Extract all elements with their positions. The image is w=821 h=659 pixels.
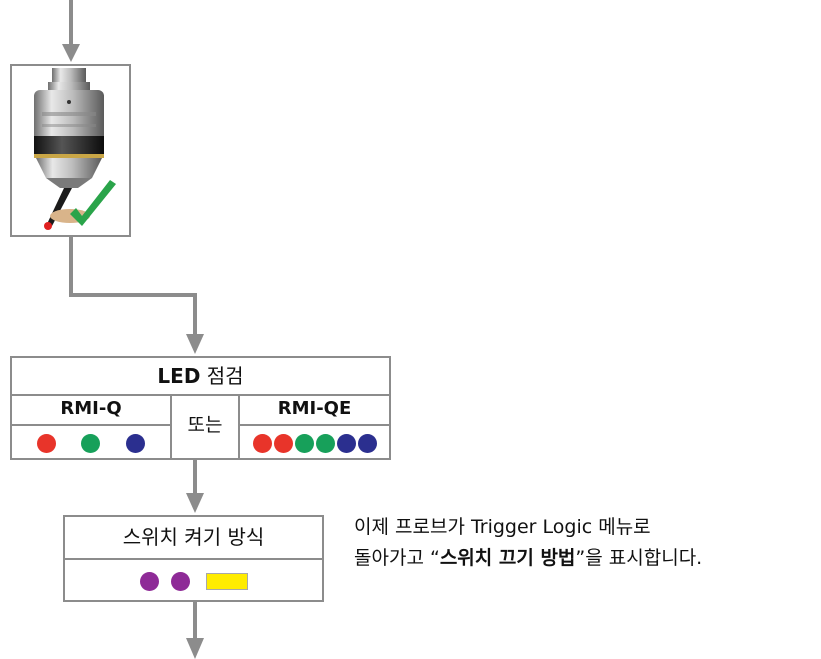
rmi-qe-led-dot-1	[252, 433, 272, 453]
arrow-bottom-head	[186, 638, 204, 659]
connector-probe-to-led	[69, 237, 197, 340]
arrow-switch-head	[186, 493, 204, 513]
rmi-q-led-dot-3	[126, 433, 146, 453]
switch-led-dot-2	[170, 571, 190, 591]
switch-led-row	[65, 560, 322, 602]
led-title-rest: 점검	[200, 364, 244, 388]
led-check-title: LED 점검	[12, 358, 389, 396]
check-icon	[70, 180, 116, 226]
note-line-2: 돌아가고 “스위치 끄기 방법”을 표시합니다.	[354, 543, 702, 574]
arrow-led-head	[186, 334, 204, 354]
led-title-bold: LED	[157, 364, 201, 388]
rmi-q-led-dot-1	[36, 433, 56, 453]
rmi-q-led-dots	[12, 426, 170, 460]
or-column: 또는	[172, 394, 240, 458]
rmi-qe-led-dots	[240, 426, 389, 460]
rmi-q-column: RMI-Q	[12, 394, 172, 458]
led-check-box: LED 점검 RMI-Q 또는 RMI-QE	[10, 356, 391, 460]
note-line-2-end: ”을 표시합니다.	[575, 547, 703, 569]
note-text: 이제 프로브가 Trigger Logic 메뉴로 돌아가고 “스위치 끄기 방…	[354, 512, 702, 574]
rmi-qe-led-dot-3	[294, 433, 314, 453]
rmi-qe-led-dot-4	[315, 433, 335, 453]
rmi-q-led-dot-2	[81, 433, 101, 453]
probe-image	[34, 68, 116, 230]
note-line-2-start: 돌아가고 “	[354, 547, 440, 569]
rmi-qe-led-dot-5	[336, 433, 356, 453]
probe-image-box	[10, 64, 131, 237]
rmi-qe-led-dot-6	[357, 433, 377, 453]
switch-led-dot-1	[139, 571, 159, 591]
or-label: 또는	[187, 414, 223, 436]
note-line-2-bold: 스위치 끄기 방법	[439, 547, 576, 569]
rmi-qe-column: RMI-QE	[240, 394, 389, 458]
rmi-q-label: RMI-Q	[12, 394, 170, 426]
arrow-top-head	[62, 44, 80, 62]
yellow-led-bar	[205, 572, 248, 590]
switch-on-method-box: 스위치 켜기 방식	[63, 515, 324, 602]
switch-on-method-title: 스위치 켜기 방식	[65, 517, 322, 560]
rmi-qe-led-dot-2	[273, 433, 293, 453]
rmi-qe-label: RMI-QE	[240, 394, 389, 426]
note-line-1: 이제 프로브가 Trigger Logic 메뉴로	[354, 516, 651, 538]
